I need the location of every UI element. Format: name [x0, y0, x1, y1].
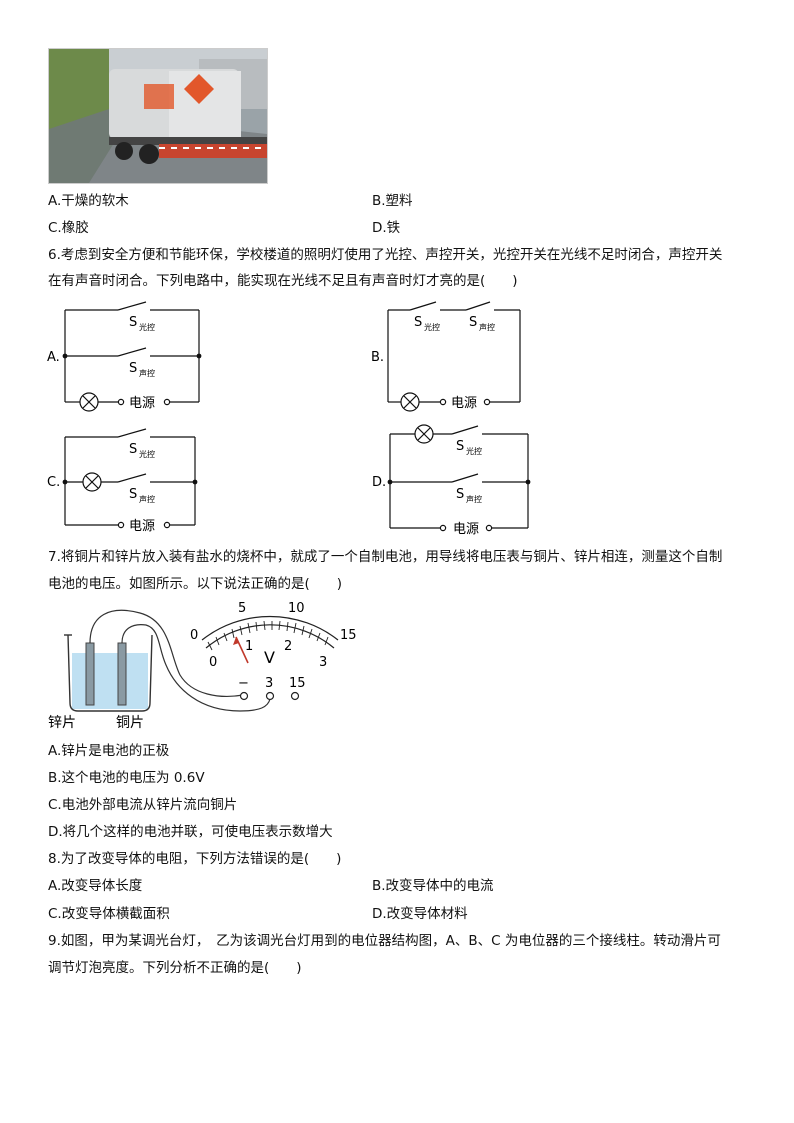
- meter-inner-tick-0: 0: [209, 655, 217, 670]
- svg-text:光控: 光控: [139, 449, 155, 459]
- voltmeter-dial: [201, 615, 339, 664]
- circuit-b-label: B.: [371, 350, 384, 365]
- q8-option-a: A.改变导体长度: [48, 878, 143, 894]
- meter-outer-tick-0: 0: [190, 628, 198, 643]
- q5-option-a: A.干燥的软木: [48, 193, 129, 209]
- svg-text:S: S: [414, 315, 422, 330]
- svg-text:声控: 声控: [479, 322, 495, 332]
- q6-stem-line1: 6.考虑到安全方便和节能环保，学校楼道的照明灯使用了光控、声控开关，光控开关在光…: [48, 247, 723, 263]
- svg-text:声控: 声控: [466, 494, 482, 504]
- circuit-d-label: D.: [372, 475, 386, 490]
- meter-inner-tick-3: 3: [319, 655, 327, 670]
- circuit-b: [387, 301, 521, 412]
- svg-text:S: S: [456, 439, 464, 454]
- power-label-b: 电源: [451, 396, 477, 411]
- svg-text:光控: 光控: [424, 322, 440, 332]
- power-label-a: 电源: [129, 396, 155, 411]
- zinc-label: 锌片: [48, 715, 76, 731]
- q7-stem-line2: 电池的电压。如图所示。以下说法正确的是( ): [48, 576, 343, 592]
- copper-label: 铜片: [116, 715, 144, 731]
- meter-outer-tick-15: 15: [340, 628, 357, 643]
- svg-text:S: S: [469, 315, 477, 330]
- q5-option-b: B.塑料: [372, 193, 413, 209]
- q8-option-d: D.改变导体材料: [372, 906, 468, 922]
- q8-option-c: C.改变导体横截面积: [48, 906, 170, 922]
- circuit-c-label: C.: [47, 475, 60, 490]
- svg-text:S: S: [129, 361, 137, 376]
- svg-text:S: S: [129, 487, 137, 502]
- svg-text:声控: 声控: [139, 368, 155, 378]
- q7-option-c: C.电池外部电流从锌片流向铜片: [48, 797, 238, 813]
- q6-stem-line2: 在有声音时闭合。下列电路中，能实现在光线不足且有声音时灯才亮的是( ): [48, 273, 518, 289]
- q8-stem: 8.为了改变导体的电阻，下列方法错误的是( ): [48, 851, 342, 867]
- terminal-minus: [239, 691, 249, 701]
- q7-option-d: D.将几个这样的电池并联，可使电压表示数增大: [48, 824, 333, 840]
- meter-inner-tick-1: 1: [245, 639, 253, 654]
- terminal-15: [290, 691, 300, 701]
- meter-outer-tick-10: 10: [288, 601, 305, 616]
- svg-text:S: S: [456, 487, 464, 502]
- q8-option-b: B.改变导体中的电流: [372, 878, 494, 894]
- q9-stem-line2: 调节灯泡亮度。下列分析不正确的是( ): [48, 960, 302, 976]
- switch-light-label: S: [129, 315, 137, 330]
- q5-option-d: D.铁: [372, 220, 401, 236]
- circuit-a-label: A.: [47, 350, 60, 365]
- meter-outer-tick-5: 5: [238, 601, 246, 616]
- meter-unit: V: [264, 648, 275, 667]
- terminal-3: [265, 691, 275, 701]
- tanker-truck-photo: [48, 48, 268, 184]
- terminal-15-label: 15: [289, 676, 306, 691]
- power-label-d: 电源: [453, 522, 479, 537]
- terminal-3-label: 3: [265, 676, 273, 691]
- q6-circuits: A. B. C. D. S 光控 S 声控 S 光控 S 声控 S 光控 S 声…: [47, 301, 531, 537]
- q7-option-b: B.这个电池的电压为 0.6V: [48, 770, 205, 786]
- q5-option-c: C.橡胶: [48, 220, 89, 236]
- q7-stem-line1: 7.将铜片和锌片放入装有盐水的烧杯中，就成了一个自制电池，用导线将电压表与铜片、…: [48, 549, 723, 565]
- q7-option-a: A.锌片是电池的正极: [48, 743, 170, 759]
- power-label-c: 电源: [129, 519, 155, 534]
- beaker: [64, 634, 153, 712]
- svg-text:光控: 光控: [466, 446, 482, 456]
- q9-stem-line1: 9.如图，甲为某调光台灯， 乙为该调光台灯用到的电位器结构图，A、B、C 为电位…: [48, 933, 721, 949]
- q7-figure: 0 5 10 15 0 1 2 3 V − 3 15 锌片 铜片: [48, 601, 357, 731]
- svg-text:光控: 光控: [139, 322, 155, 332]
- svg-text:声控: 声控: [139, 494, 155, 504]
- terminal-minus-label: −: [238, 676, 249, 691]
- svg-text:S: S: [129, 442, 137, 457]
- meter-inner-tick-2: 2: [284, 639, 292, 654]
